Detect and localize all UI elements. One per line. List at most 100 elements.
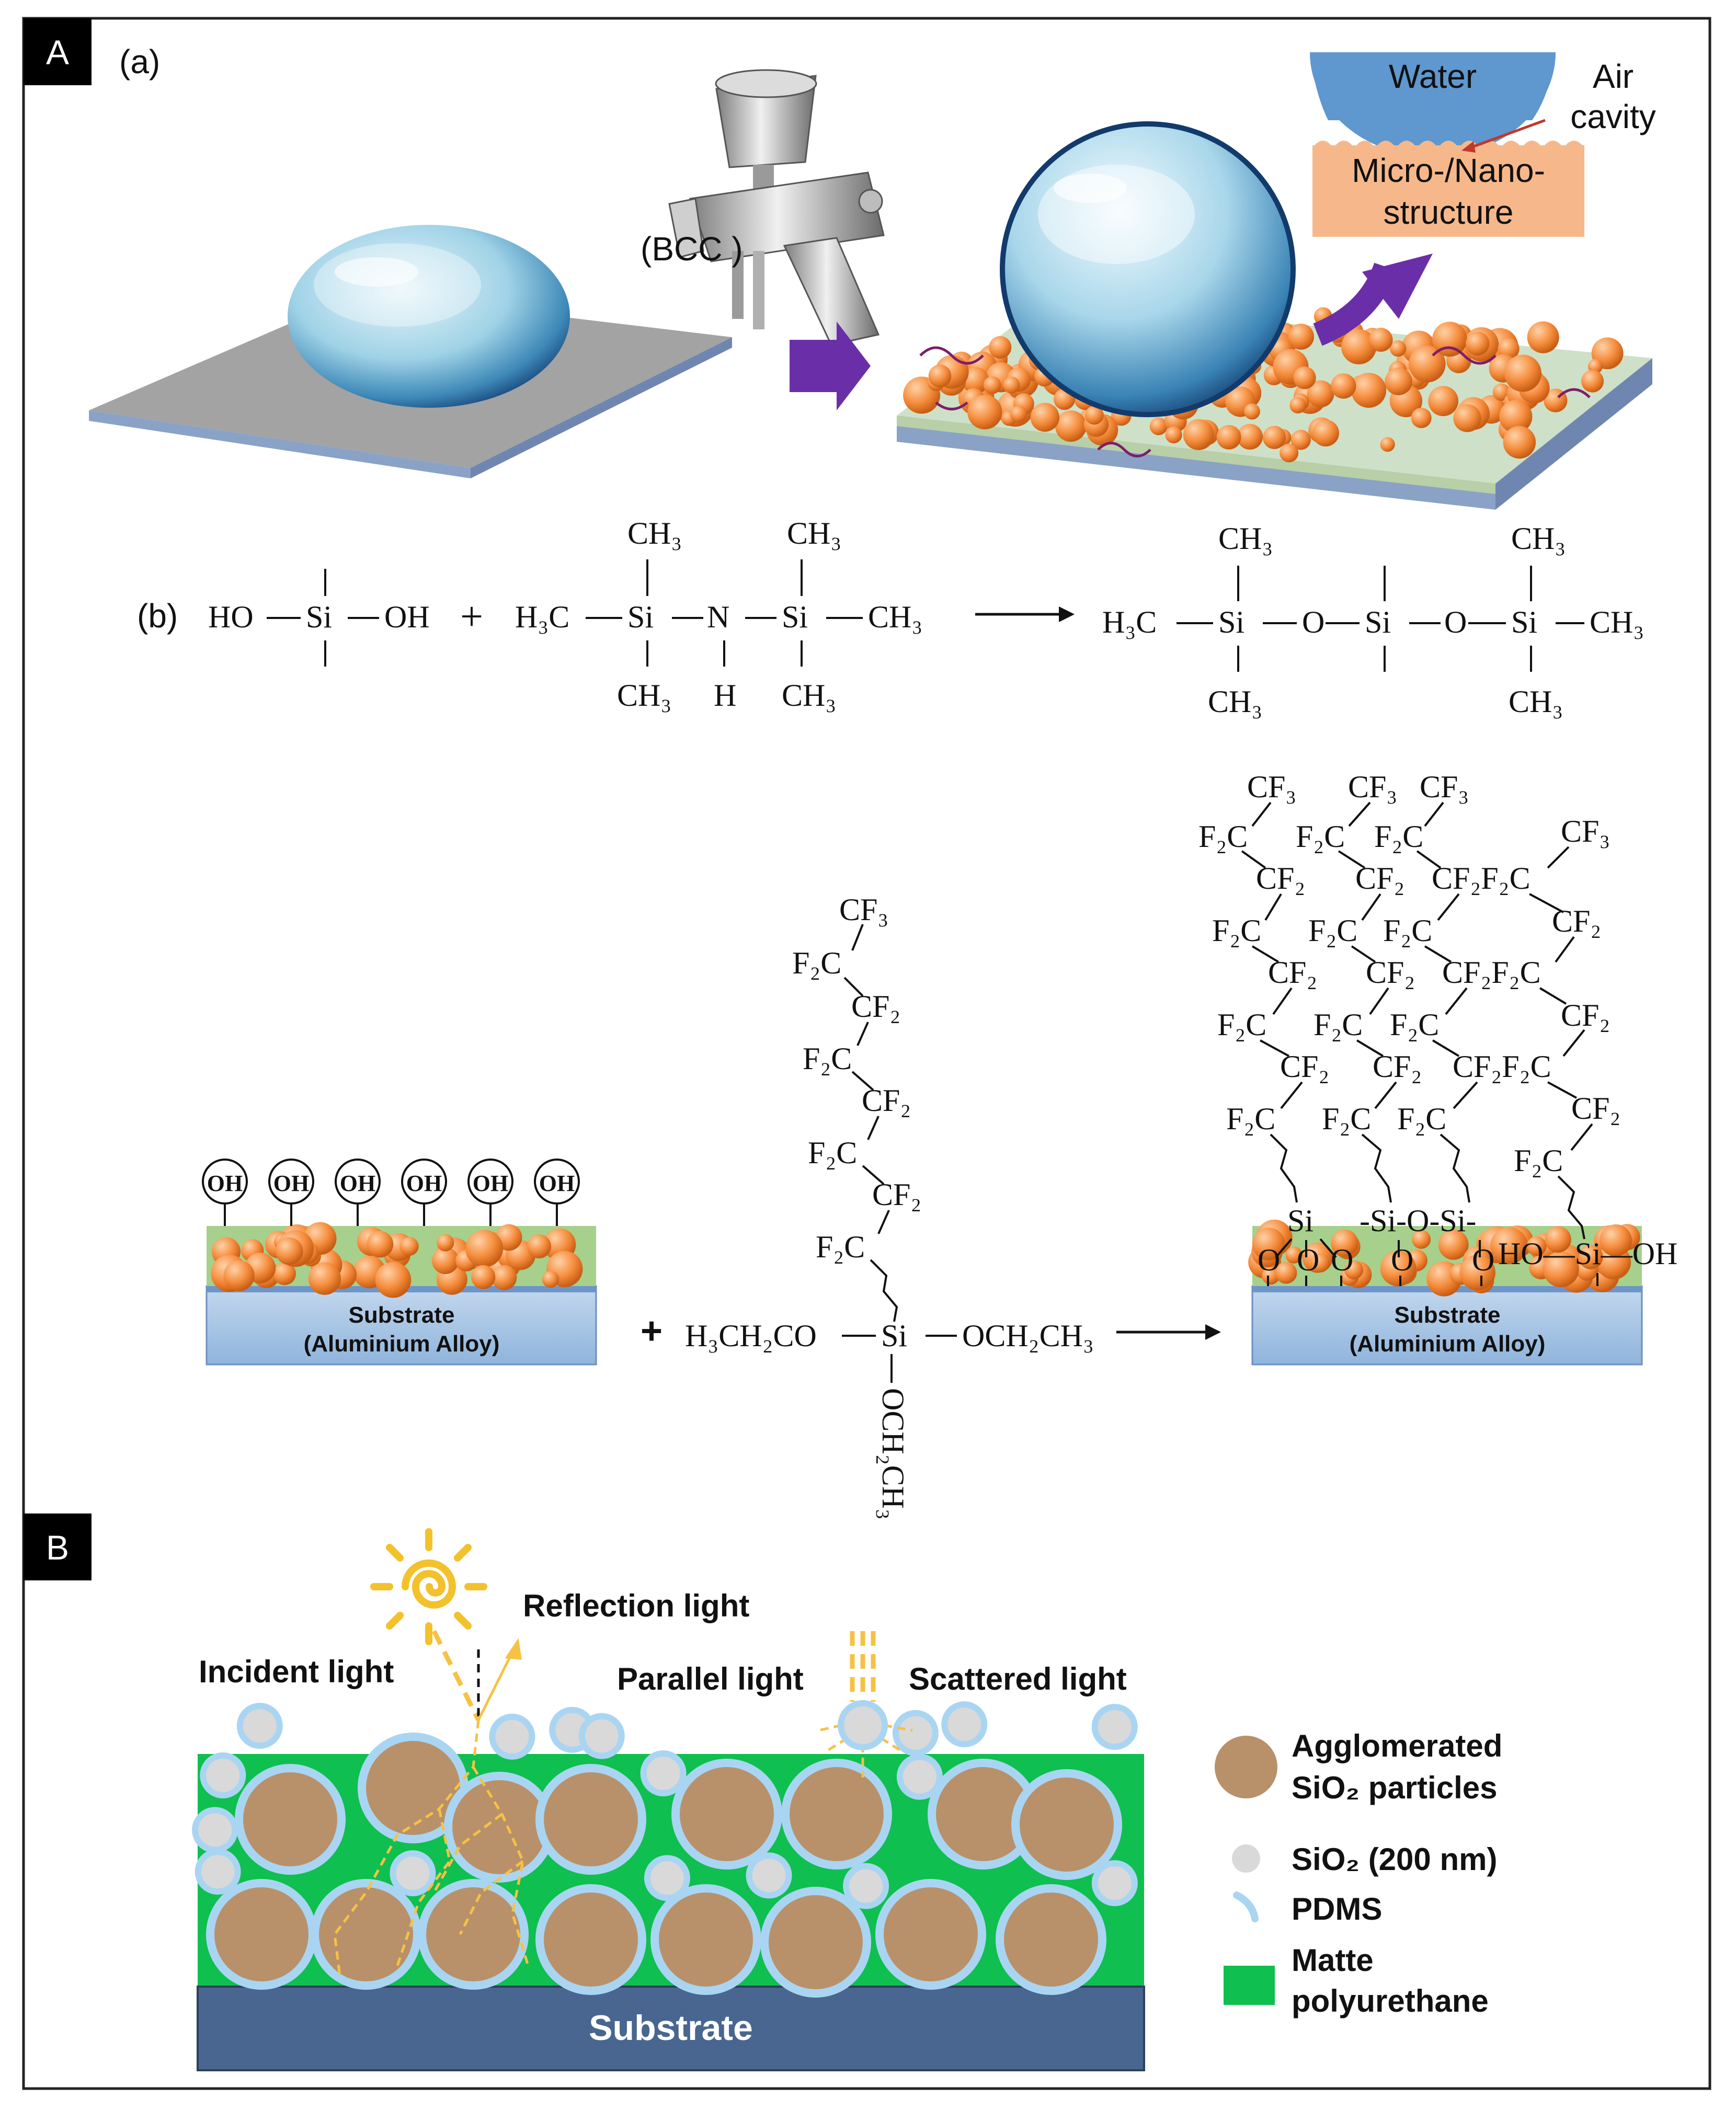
- svg-text:OH: OH: [384, 600, 430, 634]
- sio2-particle: [892, 1710, 939, 1756]
- substrate-particle: [1275, 1262, 1297, 1284]
- svg-text:F₂C: F₂C: [1296, 819, 1345, 854]
- agglomerated-particle: [875, 1879, 986, 1990]
- svg-text:O: O: [1331, 1243, 1353, 1277]
- substrate-particle: [542, 1270, 559, 1288]
- svg-text:F₂C: F₂C: [1383, 913, 1432, 948]
- substrate-particle: [273, 1262, 296, 1286]
- substrate-particle: [1380, 1251, 1417, 1287]
- svg-text:F₂C: F₂C: [1308, 913, 1357, 948]
- substrate-particle: [1262, 1267, 1280, 1285]
- coating-particle: [967, 395, 1002, 430]
- oh-label: OH: [406, 1171, 442, 1196]
- bcc-label: (BCC ): [641, 230, 743, 268]
- coating-particle: [1288, 324, 1315, 350]
- coating-particle: [1290, 430, 1311, 450]
- svg-text:CH₃: CH₃: [868, 600, 922, 634]
- substrate-right-label-1: Substrate: [1395, 1302, 1501, 1328]
- agglomerated-particle: [535, 1884, 646, 1995]
- sio2-particle: [192, 1807, 238, 1853]
- coating-particle: [1466, 331, 1490, 356]
- water-sphere: [1000, 121, 1296, 417]
- svg-text:CH₃: CH₃: [1218, 521, 1273, 556]
- oh-circle: [467, 1159, 513, 1205]
- legend-pdms: PDMS: [1292, 1891, 1382, 1926]
- svg-text:F₂C: F₂C: [1226, 1102, 1275, 1136]
- coating-particle: [1262, 426, 1286, 449]
- coating-particle: [1504, 354, 1541, 392]
- agglomerated-particle: [444, 1772, 555, 1883]
- legend-matte-1: Matte: [1292, 1943, 1374, 1978]
- substrate-particle: [1459, 1255, 1495, 1291]
- oh-label: OH: [473, 1171, 508, 1196]
- svg-text:F₂C: F₂C: [803, 1041, 852, 1076]
- svg-text:O: O: [1472, 1243, 1494, 1277]
- coating-particle: [1368, 328, 1393, 352]
- oh-label: OH: [340, 1171, 375, 1196]
- svg-text:OCH₂CH₃: OCH₂CH₃: [962, 1318, 1094, 1353]
- coating-particle: [1385, 368, 1412, 395]
- coating-particle: [1307, 380, 1334, 408]
- substrate-left-label-2: (Aluminium Alloy): [304, 1331, 500, 1357]
- substrate-particle: [1412, 1230, 1431, 1249]
- substrate-particle: [1331, 1229, 1358, 1257]
- agglomerated-particle: [671, 1759, 782, 1870]
- svg-text:Si: Si: [1218, 605, 1244, 639]
- substrate-left-particles: [211, 1222, 583, 1298]
- plus-sign-1: +: [460, 593, 483, 639]
- coating-particle: [1409, 346, 1446, 383]
- sio2-particle: [390, 1850, 436, 1897]
- svg-text:F₂C: F₂C: [792, 946, 841, 980]
- substrate-particle: [275, 1237, 303, 1265]
- coating-particle: [1331, 373, 1356, 399]
- svg-text:CH₃: CH₃: [627, 516, 682, 551]
- coating-particle: [983, 376, 1001, 394]
- svg-text:O: O: [1258, 1243, 1280, 1277]
- substrate-particle: [437, 1234, 454, 1252]
- substrate-particle: [1285, 1246, 1303, 1264]
- substrate-particle: [1438, 1230, 1469, 1260]
- sio2-particle: [896, 1753, 943, 1800]
- oh-circle: [268, 1159, 314, 1205]
- reflected-ray: [477, 1638, 522, 1721]
- sio2-particle: [578, 1713, 625, 1759]
- coating-particle: [928, 364, 952, 388]
- svg-text:CF₃: CF₃: [1561, 814, 1610, 848]
- coating-particle: [1380, 437, 1395, 452]
- agglomerated-particle: [206, 1879, 317, 1990]
- structure-label: structure: [1384, 193, 1514, 231]
- legend-pdms-swatch: [1233, 1891, 1259, 1922]
- water-droplet: [288, 225, 570, 408]
- sio2-particle: [644, 1855, 690, 1901]
- oh-label: OH: [207, 1171, 243, 1196]
- svg-text:O: O: [1444, 605, 1467, 639]
- siloxane-product: H₃C Si CH₃ CH₃ O Si O Si CH₃ CH₃ CH₃: [1102, 521, 1644, 719]
- svg-text:O: O: [1302, 605, 1324, 639]
- sio2-particle: [1091, 1704, 1138, 1750]
- svg-text:-Si-O-Si-: -Si-O-Si-: [1360, 1203, 1476, 1238]
- sio2-particle: [489, 1713, 535, 1760]
- svg-text:H: H: [714, 678, 736, 713]
- sio2-particle: [746, 1852, 792, 1899]
- hmds-reactant: H₃C Si CH₃ CH₃ N H Si CH₃ CH₃ CH₃: [515, 516, 922, 713]
- substrate-particle: [399, 1236, 419, 1256]
- substrate-particle: [367, 1231, 394, 1258]
- coating-particle: [1453, 404, 1481, 432]
- svg-text:CF₂: CF₂: [1561, 998, 1610, 1033]
- svg-text:CH₃: CH₃: [617, 678, 671, 713]
- coating-particle: [1149, 417, 1168, 435]
- polymer-chains: [919, 346, 1591, 457]
- panel-b-tag-box: [24, 1513, 92, 1580]
- substrate-particle: [1578, 1245, 1603, 1269]
- coating-particle-layer: [192, 1701, 1138, 1998]
- substrate-particle: [1310, 1253, 1330, 1272]
- svg-text:Si: Si: [1511, 605, 1537, 639]
- svg-text:CF₃: CF₃: [1247, 770, 1296, 804]
- svg-text:F₂C: F₂C: [808, 1136, 857, 1170]
- substrate-particle: [1600, 1224, 1632, 1257]
- svg-text:CF₂: CF₂: [872, 1177, 921, 1212]
- svg-text:CH₃: CH₃: [1511, 521, 1566, 556]
- sio2-particle: [1091, 1860, 1138, 1907]
- sun-icon: [370, 1528, 487, 1645]
